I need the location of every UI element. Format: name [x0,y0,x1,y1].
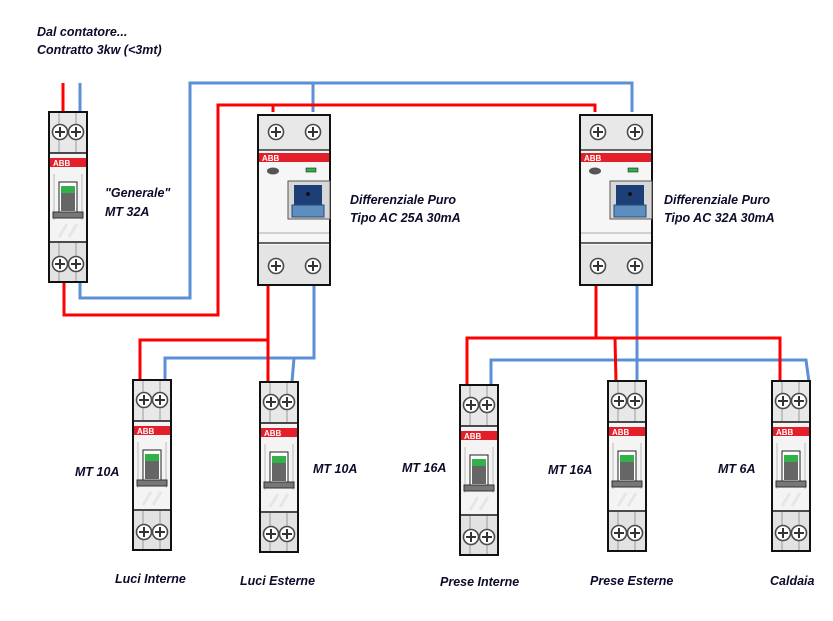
rcd1-label-line2: Tipo AC 25A 30mA [350,211,461,225]
rcd-2 [580,115,652,285]
main-breaker-rating: MT 32A [105,205,150,219]
breaker-prese-interne [460,385,498,555]
neutral-rcd1-to-c2 [290,357,296,383]
neutral-rcd2-bus [489,358,811,390]
breaker-luci-esterne [260,382,298,552]
rcd-1 [258,115,330,285]
circuit-name: Luci Esterne [240,574,316,588]
circuit-name: Caldaia [770,574,815,588]
phase-wires [61,83,782,390]
rcd2-label-line2: Tipo AC 32A 30mA [664,211,775,225]
rcd2-label-line1: Differenziale Puro [664,193,771,207]
circuit-name: Luci Interne [115,572,186,586]
breaker-luci-interne [133,380,171,550]
breaker-prese-esterne [608,381,646,551]
breaker-caldaia [772,381,810,551]
circuit-name: Prese Interne [440,575,520,589]
supply-label-line1: Dal contatore... [37,25,128,39]
phase-rcd2-bus [465,336,782,390]
phase-rcd1-to-c1 [138,338,268,380]
circuit-rating: MT 16A [548,463,593,477]
circuit-rating: MT 6A [718,462,756,476]
main-breaker [49,112,87,282]
circuit-rating: MT 10A [313,462,358,476]
circuit-name: Prese Esterne [590,574,674,588]
supply-label-line2: Contratto 3kw (<3mt) [37,43,162,57]
main-breaker-name: "Generale" [105,186,171,200]
circuit-rating: MT 10A [75,465,120,479]
neutral-wires [78,81,811,390]
neutral-main-to-bus [78,81,634,300]
phase-main-to-bus [62,103,597,317]
rcd1-label-line1: Differenziale Puro [350,193,457,207]
circuit-rating: MT 16A [402,461,447,475]
phase-rcd2-to-c4 [613,337,618,383]
neutral-rcd1-out [163,285,316,380]
